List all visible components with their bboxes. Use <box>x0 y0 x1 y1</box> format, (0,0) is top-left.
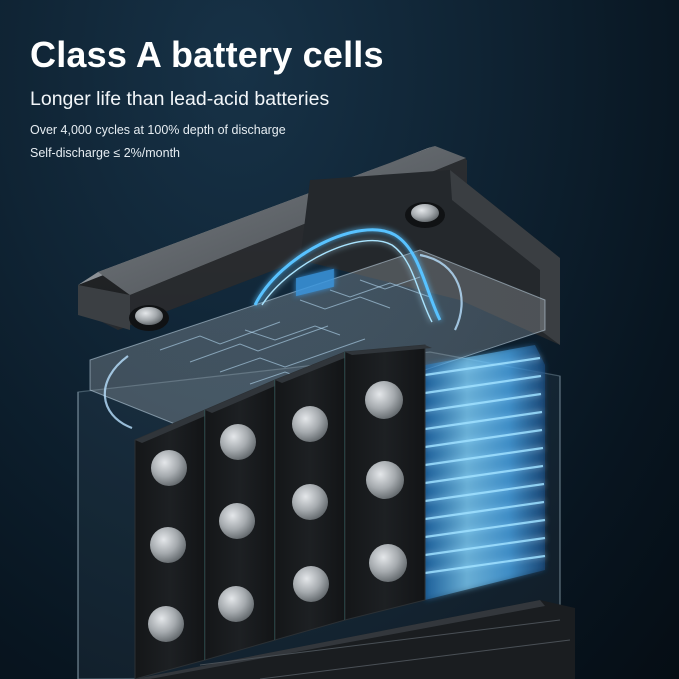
headline: Class A battery cells <box>30 34 384 75</box>
subheadline: Longer life than lead-acid batteries <box>30 88 330 110</box>
feature-self-discharge: Self-discharge ≤ 2%/month <box>30 146 180 160</box>
cell-terminals <box>148 381 407 642</box>
cooling-fins <box>424 345 546 600</box>
battery-lid-icon <box>78 146 560 345</box>
case-base <box>135 600 575 679</box>
glow-wire <box>253 228 442 323</box>
cell-stack-icon <box>134 344 432 679</box>
terminal-post-icon <box>129 202 445 331</box>
feature-cycles: Over 4,000 cycles at 100% depth of disch… <box>30 123 286 137</box>
